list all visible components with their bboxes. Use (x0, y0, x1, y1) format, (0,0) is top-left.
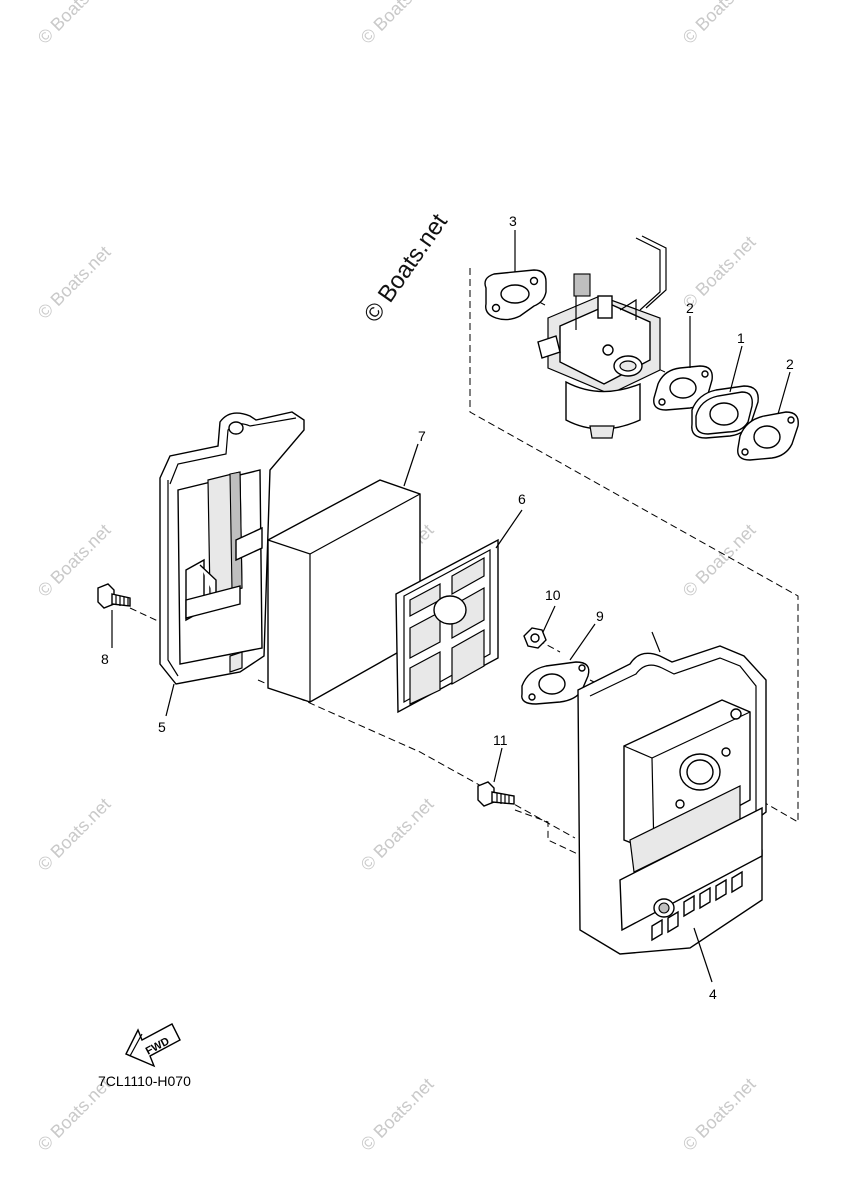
watermark: © Boats.net (34, 242, 115, 323)
carburetor (537, 235, 667, 439)
fwd-arrow-icon: FWD (125, 1023, 181, 1068)
watermark: © Boats.net (357, 0, 438, 48)
drawing-code: 7CL1110-H070 (98, 1073, 191, 1089)
callout-2-inner: 2 (686, 300, 694, 316)
insulator-part-1 (691, 385, 759, 439)
callout-7: 7 (418, 428, 426, 444)
watermark: © Boats.net (357, 1074, 438, 1155)
watermark: © Boats.net (34, 794, 115, 875)
callout-2-outer: 2 (786, 356, 794, 372)
gasket-part-2-inner (653, 365, 713, 411)
watermark: © Boats.net (679, 0, 760, 48)
bolt-part-8 (97, 583, 131, 609)
air-cleaner-cover-part-4 (577, 631, 767, 955)
callout-10: 10 (545, 587, 561, 603)
gasket-part-3 (484, 269, 547, 321)
callout-11: 11 (493, 732, 508, 748)
watermark: © Boats.net (34, 0, 115, 48)
air-cleaner-case-part-5 (159, 411, 305, 685)
watermark: © Boats.net (357, 794, 438, 875)
bolt-part-11 (477, 781, 515, 807)
main-watermark: © Boats.net (359, 209, 453, 328)
nut-part-10 (523, 627, 547, 649)
watermark: © Boats.net (679, 1074, 760, 1155)
callout-8: 8 (101, 651, 109, 667)
gasket-part-2-outer (737, 411, 799, 461)
callout-3: 3 (509, 213, 517, 229)
gasket-part-9 (521, 661, 590, 705)
callout-1: 1 (737, 330, 745, 346)
callout-6: 6 (518, 491, 526, 507)
callout-4: 4 (709, 986, 717, 1002)
leader-lines (111, 230, 791, 983)
callout-5: 5 (158, 719, 166, 735)
watermark: © Boats.net (679, 520, 760, 601)
callouts: 3 2 1 2 7 6 10 9 8 5 11 4 (101, 213, 794, 1002)
element-screen-part-6 (395, 538, 499, 714)
callout-9: 9 (596, 608, 604, 624)
